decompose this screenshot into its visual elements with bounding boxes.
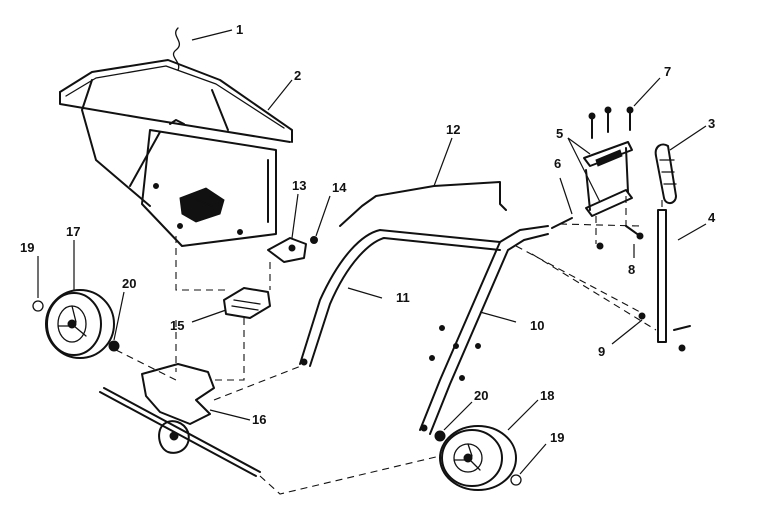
part-9-pin	[611, 312, 646, 345]
part-16-axle-frame	[99, 363, 261, 477]
part-13-bracket	[267, 193, 307, 263]
part-1-wire	[172, 27, 233, 71]
part-4-control-lever	[657, 209, 707, 352]
callout-4: 4	[708, 210, 716, 225]
callout-16: 16	[252, 412, 266, 427]
part-5-control-plates	[567, 137, 633, 217]
callout-7: 7	[664, 64, 671, 79]
callout-18: 18	[540, 388, 554, 403]
callout-1: 1	[236, 22, 243, 37]
callout-19-right: 19	[550, 430, 564, 445]
callout-20-right: 20	[474, 388, 488, 403]
assembly-dashed-lines	[115, 196, 663, 495]
part-20-nut-right	[434, 401, 473, 442]
part-10-handle-right	[419, 225, 549, 435]
callout-13: 13	[292, 178, 306, 193]
part-2-hopper	[59, 59, 293, 247]
part-7-screws	[588, 77, 661, 250]
part-3-grip	[654, 125, 707, 204]
callout-labels: 1 2 3 4 5 6 7 8 9 10 11 12 13 14 15 16 1…	[20, 22, 716, 445]
callout-17: 17	[66, 224, 80, 239]
callout-3: 3	[708, 116, 715, 131]
callout-8: 8	[628, 262, 635, 277]
part-8-nut	[625, 225, 644, 258]
part-17-left-wheel	[45, 240, 115, 359]
callout-19-left: 19	[20, 240, 34, 255]
callout-5: 5	[556, 126, 563, 141]
part-19-hub-cap-right	[510, 443, 547, 486]
callout-12: 12	[446, 122, 460, 137]
callout-2: 2	[294, 68, 301, 83]
part-12-control-rod	[339, 137, 507, 227]
part-19-hub-cap-left	[32, 256, 44, 312]
part-6-pin	[551, 177, 573, 229]
callout-10: 10	[530, 318, 544, 333]
part-20-nut-left	[108, 291, 125, 352]
callout-9: 9	[598, 344, 605, 359]
callout-15: 15	[170, 318, 184, 333]
part-18-right-wheel	[439, 399, 539, 491]
callout-20-left: 20	[122, 276, 136, 291]
part-11-handle-left	[299, 229, 501, 367]
callout-11: 11	[396, 290, 410, 305]
part-15-plate	[191, 287, 271, 323]
callout-14: 14	[332, 180, 347, 195]
part-14-nut	[310, 195, 331, 244]
callout-6: 6	[554, 156, 561, 171]
